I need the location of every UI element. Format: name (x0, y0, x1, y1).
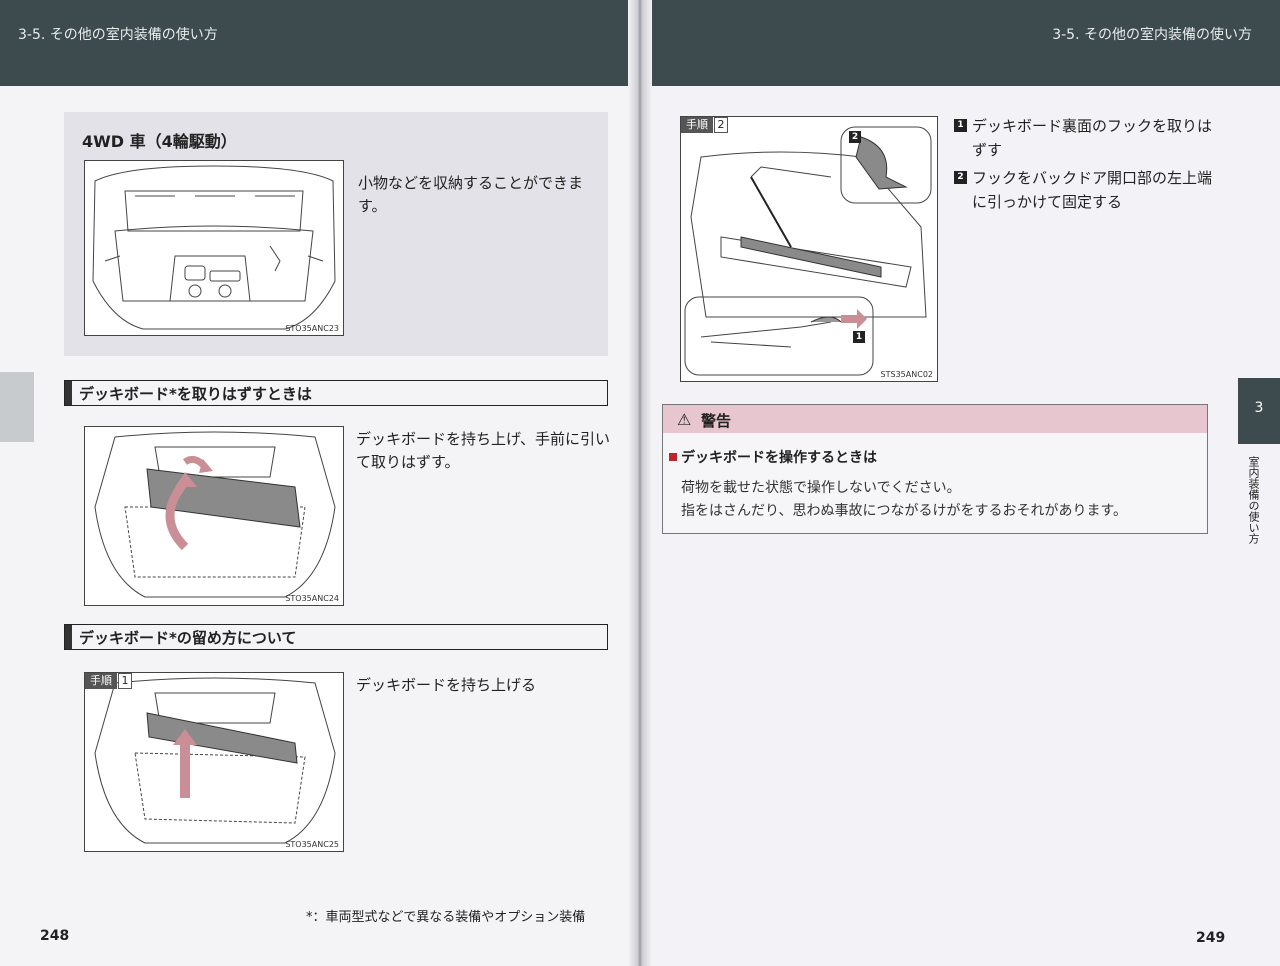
warning-subtitle: デッキボードを操作するときは (669, 447, 877, 467)
section-4wd-title: 4WD 車（4輪駆動） (82, 132, 237, 151)
warning-line: 指をはさんだり、思わぬ事故につながるけがをするおそれがあります。 (681, 503, 1128, 519)
chapter-title-vertical: 室内装備の使い方 (1247, 456, 1260, 544)
hook-fasten-illustration (684, 126, 932, 376)
warning-box: ⚠ 警告 デッキボードを操作するときは 荷物を載せた状態で操作しないでください。… (662, 404, 1208, 534)
list-item: 2 フックをバックドア開口部の左上端に引っかけて固定する (954, 166, 1214, 214)
warning-line: 荷物を載せた状態で操作しないでください。 (681, 480, 961, 496)
lift-deckboard-illustration (94, 677, 336, 844)
cargo-storage-illustration (92, 165, 336, 330)
step-num: 1 (954, 119, 967, 132)
step-num: 2 (954, 171, 967, 184)
right-page-header: 3-5. その他の室内装備の使い方 (640, 0, 1280, 86)
fasten-heading-text: デッキボード*の留め方について (79, 629, 297, 647)
heading-bar (65, 625, 72, 649)
left-chapter-tab (0, 372, 34, 442)
page-number-left: 248 (40, 928, 70, 944)
step-number: 1 (118, 673, 132, 689)
figure-code: STO35ANC24 (285, 594, 339, 603)
section-4wd: 4WD 車（4輪駆動） STO35ANC23 小物など (64, 112, 608, 356)
step-number: 2 (714, 117, 728, 133)
remove-heading-text: デッキボード*を取りはずすときは (79, 385, 312, 403)
bullet-square-icon (669, 453, 677, 461)
figure-code: STO35ANC25 (285, 840, 339, 849)
step-text: デッキボード裏面のフックを取りはずす (972, 117, 1213, 159)
section-4wd-text: 小物などを収納することができます。 (358, 174, 584, 215)
figure-4wd-storage: STO35ANC23 (84, 160, 344, 336)
footnote: *：車両型式などで異なる装備やオプション装備 (306, 910, 586, 925)
book-gutter (628, 0, 652, 966)
chapter-tab: 3 (1238, 378, 1280, 444)
warning-subtitle-text: デッキボードを操作するときは (681, 450, 877, 466)
warning-header: ⚠ 警告 (663, 405, 1207, 433)
remove-text: デッキボードを持ち上げ、手前に引いて取りはずす。 (356, 430, 610, 471)
warning-icon: ⚠ (677, 410, 692, 429)
step-label: 手順 (85, 673, 117, 689)
page-number-right: 249 (1196, 930, 1226, 946)
warning-title: 警告 (701, 412, 732, 430)
heading-bar (65, 381, 72, 405)
list-item: 1 デッキボード裏面のフックを取りはずす (954, 114, 1214, 162)
callout-1: 1 (853, 331, 865, 343)
fasten-section-heading: デッキボード*の留め方について (64, 624, 608, 650)
step-text: フックをバックドア開口部の左上端に引っかけて固定する (972, 169, 1213, 211)
left-page-header: 3-5. その他の室内装備の使い方 (0, 0, 635, 86)
step-label: 手順 (681, 117, 713, 133)
callout-2: 2 (849, 131, 861, 143)
right-header-title: 3-5. その他の室内装備の使い方 (1052, 27, 1252, 43)
figure-remove-deckboard: STO35ANC24 (84, 426, 344, 606)
left-header-title: 3-5. その他の室内装備の使い方 (18, 27, 218, 43)
figure-code: STO35ANC23 (285, 324, 339, 333)
lift-text: デッキボードを持ち上げる (356, 676, 537, 694)
hook-steps: 1 デッキボード裏面のフックを取りはずす 2 フックをバックドア開口部の左上端に… (954, 114, 1214, 218)
remove-section-heading: デッキボード*を取りはずすときは (64, 380, 608, 406)
remove-deckboard-illustration (94, 431, 336, 598)
figure-code: STS35ANC02 (880, 370, 933, 379)
left-page: 3-5. その他の室内装備の使い方 4WD 車（4輪駆動） (0, 0, 635, 966)
